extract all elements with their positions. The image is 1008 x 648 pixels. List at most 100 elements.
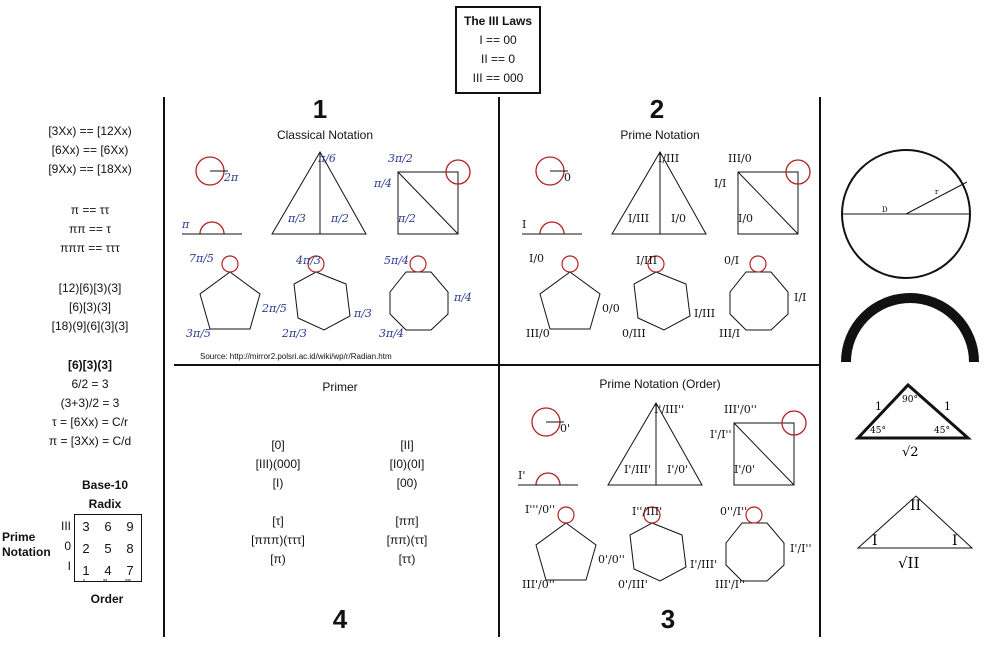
radix-side-2: Notation bbox=[2, 545, 51, 559]
eq-line: (3+3)/2 = 3 bbox=[60, 396, 120, 410]
radix-cell: 3 bbox=[82, 518, 90, 534]
angle-label: 7π/5 bbox=[189, 252, 214, 265]
angle-label: π/2 bbox=[330, 212, 349, 225]
tri1-base: √2 bbox=[902, 445, 919, 460]
panel-3-title: Prime Notation (Order) bbox=[599, 377, 721, 391]
radix-heading: Base-10 Radix bbox=[60, 476, 150, 514]
angle-label: I/0 bbox=[671, 212, 686, 225]
angle-label: 0/0 bbox=[602, 302, 620, 315]
radius-line bbox=[905, 181, 968, 215]
law-3: III == 000 bbox=[472, 71, 524, 85]
angle-label: π bbox=[181, 218, 190, 231]
triangle-45 bbox=[854, 382, 972, 440]
angle-label: III'/0'' bbox=[724, 403, 757, 416]
triangle-prime bbox=[856, 495, 974, 549]
left-block-2: π == ττ ππ == τ πππ == τττ bbox=[20, 201, 160, 258]
angle-label: π/4 bbox=[453, 291, 472, 304]
radix-row-labels: III 0 I bbox=[55, 516, 71, 576]
angle-label: III/0 bbox=[728, 152, 752, 165]
angle-label: I/III bbox=[636, 254, 657, 267]
radix-col-mark: ' bbox=[83, 578, 85, 589]
angle-label: π/2 bbox=[397, 212, 416, 225]
radix-title-2: Radix bbox=[88, 497, 122, 511]
hexagon-shape bbox=[633, 271, 691, 331]
angle-label: 2π/3 bbox=[281, 327, 307, 340]
angle-label: I bbox=[522, 218, 526, 231]
primer-col-2: [II] [I0)(0I] [00) [ππ] [ππ)(ττ] [ττ) bbox=[347, 436, 467, 569]
eq-line: π == ττ bbox=[70, 203, 110, 217]
angle-label: 4π/3 bbox=[295, 254, 321, 267]
vertex-angle-circle bbox=[307, 255, 325, 273]
vertex-angle-circle bbox=[561, 255, 579, 273]
panel-3-number: 3 bbox=[660, 604, 676, 634]
left-block-1: [3Xx) == [12Xx) [6Xx) == [6Xx) [9Xx) == … bbox=[20, 122, 160, 179]
radix-cell: 6 bbox=[104, 518, 112, 534]
primer-item: [ππ)(ττ] bbox=[386, 533, 428, 547]
tri1-left: 45° bbox=[870, 426, 886, 436]
radix-side-1: Prime bbox=[2, 530, 36, 544]
angle-label: I/III bbox=[694, 307, 715, 320]
angle-label: 3π/2 bbox=[388, 152, 413, 165]
eq-line: [12)[6)[3)(3] bbox=[58, 281, 122, 295]
tri1-b: 1 bbox=[944, 400, 951, 413]
tri2-base: √II bbox=[898, 554, 919, 572]
angle-label: I' bbox=[518, 469, 525, 482]
angle-label: I'/I'' bbox=[790, 542, 811, 555]
primer-item: [π) bbox=[270, 552, 286, 566]
eq-line: [6)[3)(3] bbox=[68, 300, 111, 314]
vertex-angle-circle bbox=[643, 506, 661, 524]
eq-line: 6/2 = 3 bbox=[71, 377, 109, 391]
vertex-angle-circle bbox=[749, 255, 767, 273]
eq-line: π = [3Xx) = C/d bbox=[48, 434, 132, 448]
angle-label: III/I bbox=[719, 327, 740, 340]
pentagon-shape bbox=[199, 271, 261, 330]
triangle-shape bbox=[271, 150, 367, 235]
vertex-angle-circle bbox=[745, 506, 763, 524]
divider-right bbox=[819, 97, 821, 637]
radix-cell: 7 bbox=[126, 562, 134, 578]
primer-item: [I0)(0I] bbox=[389, 457, 425, 471]
angle-label: I'/0' bbox=[667, 463, 688, 476]
angle-label: 2π/5 bbox=[261, 302, 287, 315]
angle-label: π/4 bbox=[373, 177, 392, 190]
angle-label: I'/I'' bbox=[710, 428, 731, 441]
triangle-shape bbox=[607, 401, 703, 486]
law-2: II == 0 bbox=[480, 52, 516, 66]
radix-row-label: I bbox=[67, 559, 71, 573]
radix-cell: 9 bbox=[126, 518, 134, 534]
angle-label: π/3 bbox=[353, 307, 372, 320]
square-diagonal bbox=[397, 171, 459, 235]
divider-horizontal bbox=[174, 364, 819, 366]
vertex-angle-circle bbox=[221, 255, 239, 273]
panel-2-title: Prime Notation bbox=[620, 128, 700, 142]
square-shape bbox=[733, 422, 795, 486]
angle-label: I'/III' bbox=[624, 463, 651, 476]
angle-label: 0/III bbox=[622, 327, 646, 340]
angle-label: I'/0' bbox=[734, 463, 755, 476]
radix-col-mark: '' bbox=[103, 578, 107, 589]
tri2-top: II bbox=[910, 498, 921, 514]
primer-item: [III)(000] bbox=[255, 457, 301, 471]
panel-2-number: 2 bbox=[649, 94, 665, 124]
pentagon-shape bbox=[539, 271, 601, 330]
angle-label: 0' bbox=[560, 422, 570, 435]
primer-item: [0] bbox=[271, 438, 285, 452]
primer-item: [II] bbox=[400, 438, 414, 452]
square-shape bbox=[737, 171, 799, 235]
angle-label: I/I bbox=[794, 291, 806, 304]
primer-item: [πππ)(τττ] bbox=[251, 533, 305, 547]
corner-angle-circle bbox=[781, 410, 807, 436]
radix-side-label: Prime Notation bbox=[2, 530, 51, 560]
radix-title-1: Base-10 bbox=[81, 478, 129, 492]
angle-label: III'/0'' bbox=[522, 578, 555, 591]
angle-label: III/0 bbox=[526, 327, 550, 340]
circle-r-label: r bbox=[935, 188, 939, 196]
angle-label: I''/III' bbox=[632, 505, 662, 518]
panel-3-diagram: 0'I'I'/III''I'/III'I'/0'III'/0''I'/I''I'… bbox=[518, 401, 811, 591]
half-angle-arc bbox=[535, 472, 561, 486]
primer-item: [I) bbox=[272, 476, 284, 490]
divider-left bbox=[163, 97, 165, 637]
octagon-shape bbox=[725, 522, 785, 582]
